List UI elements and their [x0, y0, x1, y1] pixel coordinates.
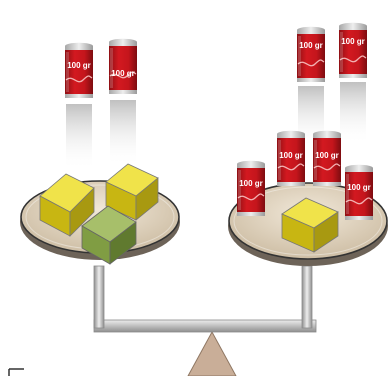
can-label: 100 gr: [347, 183, 371, 192]
falling-can-right-2: 100 gr: [339, 23, 367, 78]
pan-can-2: 100 gr: [277, 131, 305, 186]
can-label: 100 gr: [299, 41, 323, 50]
fulcrum: [188, 332, 236, 376]
falling-can-right-1: 100 gr: [297, 27, 325, 82]
pan-can-3: 100 gr: [313, 131, 341, 186]
scale-beam: [94, 266, 316, 332]
can-label: 100 gr: [315, 151, 339, 160]
can-label: 100 gr: [239, 179, 263, 188]
falling-can-left-1: 100 gr: [65, 43, 93, 98]
motion-streaks-left: [66, 100, 136, 170]
can-label: 100 gr: [67, 61, 91, 70]
can-label: 100 gr: [341, 37, 365, 46]
falling-can-left-2: 100 gr: [109, 39, 137, 94]
pan-can-4: 100 gr: [345, 165, 373, 220]
pan-can-1: 100 gr: [237, 161, 265, 216]
can-label: 100 gr: [279, 151, 303, 160]
can-label: 100 gr: [111, 69, 135, 78]
